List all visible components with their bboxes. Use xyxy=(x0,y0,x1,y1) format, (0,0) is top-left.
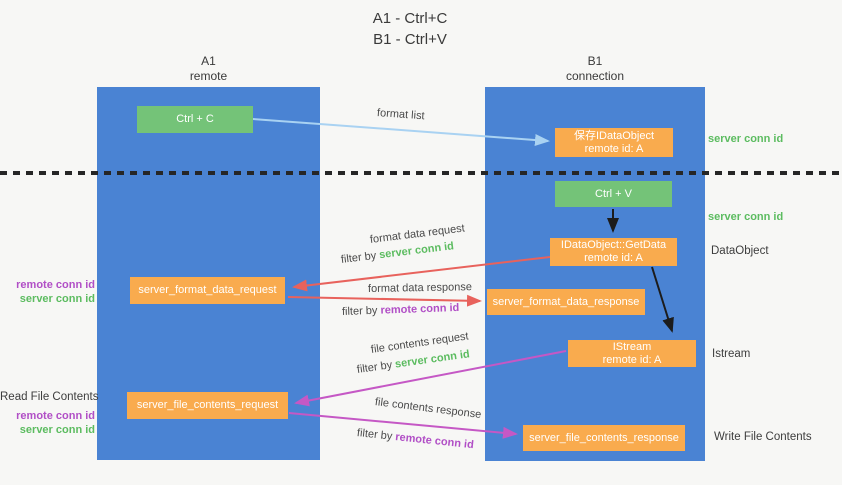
format-list-arrow xyxy=(252,118,550,147)
lane-header-a1: A1 remote xyxy=(97,54,320,84)
node-save-idataobject: 保存IDataObject remote id: A xyxy=(555,128,673,157)
node-istream-line2: remote id: A xyxy=(602,353,662,366)
node-server-format-data-request: server_format_data_request xyxy=(130,277,285,304)
format-data-request-arrow xyxy=(292,256,551,292)
left-label-server-conn-id-1: server conn id xyxy=(19,293,95,305)
node-format-response-label: server_format_data_response xyxy=(492,295,640,308)
diagram-title: A1 - Ctrl+C B1 - Ctrl+V xyxy=(0,8,820,50)
lane-a1-name: A1 xyxy=(201,54,216,68)
file-contents-request-arrow xyxy=(294,350,567,407)
node-save-idataobject-line2: remote id: A xyxy=(584,142,644,155)
format-data-response-arrow xyxy=(287,294,482,307)
node-ctrl-c-label: Ctrl + C xyxy=(176,113,214,125)
node-save-idataobject-line1: 保存IDataObject xyxy=(573,129,655,142)
node-file-response-label: server_file_contents_response xyxy=(529,431,679,444)
left-label-read-file-contents: Read File Contents xyxy=(0,391,99,403)
right-label-dataobject: DataObject xyxy=(711,245,769,257)
node-server-file-contents-request: server_file_contents_request xyxy=(127,392,288,419)
node-file-request-label: server_file_contents_request xyxy=(136,399,279,411)
node-getdata-line1: IDataObject::GetData xyxy=(560,239,667,251)
left-label-remote-conn-id-1: remote conn id xyxy=(16,279,95,291)
title-line-2: B1 - Ctrl+V xyxy=(373,31,447,48)
node-format-request-label: server_format_data_request xyxy=(138,284,277,296)
title-line-1: A1 - Ctrl+C xyxy=(372,10,448,27)
node-istream-line1: IStream xyxy=(612,340,652,353)
node-ctrl-v: Ctrl + V xyxy=(555,181,672,207)
lane-b1-name: B1 xyxy=(587,54,603,68)
filter-2-prefix: filter by xyxy=(341,304,381,318)
lane-header-b1: B1 connection xyxy=(485,54,705,84)
getdata-to-istream-arrow xyxy=(651,266,674,333)
file-contents-response-arrow xyxy=(288,412,518,439)
right-label-istream: Istream xyxy=(712,348,751,360)
left-label-server-conn-id-2: server conn id xyxy=(19,424,95,436)
node-server-file-contents-response: server_file_contents_response xyxy=(523,425,685,451)
node-istream: IStream remote id: A xyxy=(568,340,696,367)
left-label-remote-conn-id-2: remote conn id xyxy=(16,410,95,422)
lane-b1-role: connection xyxy=(565,69,625,83)
flow-label-format-data-response: format data response xyxy=(367,281,473,295)
node-idataobject-getdata: IDataObject::GetData remote id: A xyxy=(550,238,677,266)
node-getdata-line2: remote id: A xyxy=(584,252,643,264)
right-label-write-file-contents: Write File Contents xyxy=(714,431,812,443)
lane-a1-role: remote xyxy=(189,69,228,83)
node-server-format-data-response: server_format_data_response xyxy=(487,289,645,315)
right-label-server-conn-id-2: server conn id xyxy=(708,211,784,223)
node-ctrl-c: Ctrl + C xyxy=(137,106,253,133)
right-label-server-conn-id-1: server conn id xyxy=(708,133,784,145)
node-ctrl-v-label: Ctrl + V xyxy=(595,187,632,200)
